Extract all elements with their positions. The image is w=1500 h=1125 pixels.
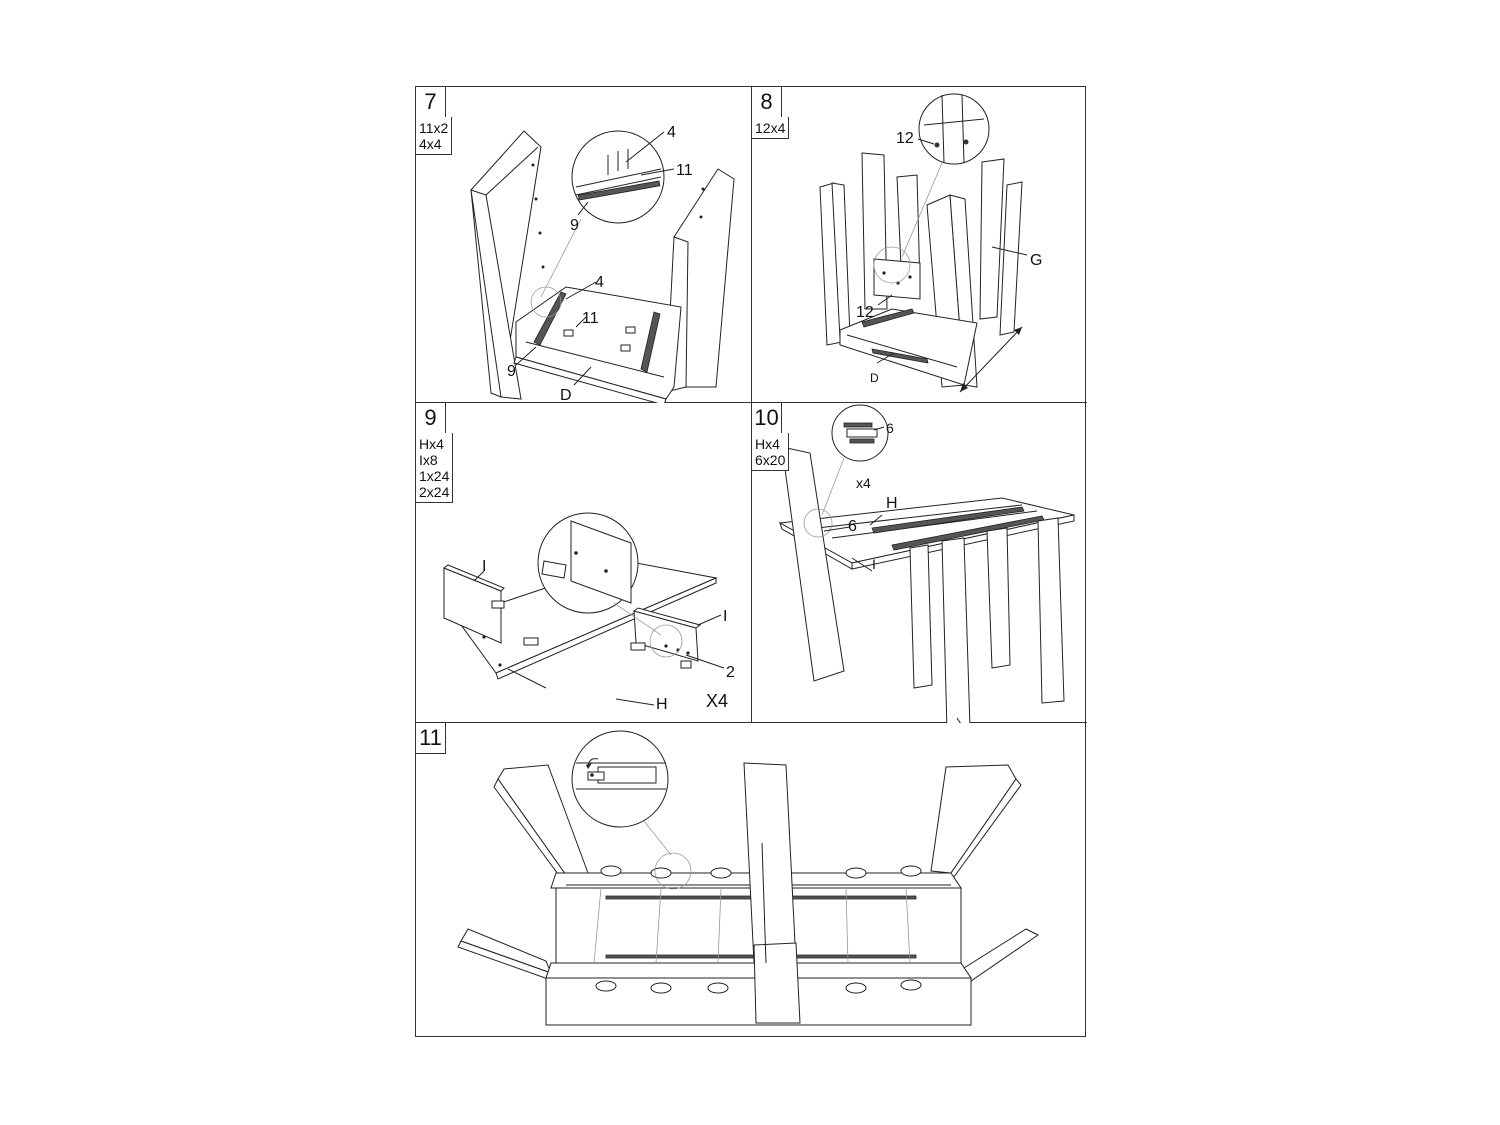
- part-qty: Hx4: [755, 436, 780, 452]
- callout-6-bottom: 6: [848, 518, 857, 535]
- callout-i-left: I: [482, 558, 486, 575]
- callout-i: I: [872, 556, 876, 572]
- parts-list: 11x2 4x4: [416, 117, 453, 155]
- multiplier-x4: X4: [706, 691, 728, 711]
- step-7-panel: 4 11 9 4 11 9 D 7 11x2 4x4: [416, 87, 752, 403]
- step-8-panel: 12 G 12 D 8 12x4: [752, 87, 1087, 403]
- step-7-drawing: 4 11 9 4 11 9 D: [470, 124, 735, 403]
- callout-d: D: [870, 371, 879, 385]
- step-number: 8: [752, 87, 782, 118]
- hinge-row-top: [600, 865, 922, 879]
- step-11-drawing: [457, 730, 1039, 1026]
- callout-h: H: [656, 696, 668, 713]
- callout-11-top: 11: [676, 162, 693, 179]
- callout-i-right: I: [723, 608, 727, 625]
- part-qty: 1x24: [419, 468, 450, 484]
- part-qty: Ix8: [419, 452, 438, 468]
- step-number: 11: [416, 723, 446, 754]
- callout-4-bottom: 4: [595, 274, 604, 291]
- callout-12-top: 12: [896, 130, 914, 147]
- step-11-panel: 11: [416, 723, 1087, 1038]
- step-number: 9: [416, 403, 446, 434]
- callout-4-top: 4: [667, 124, 676, 141]
- step-9-drawing: I I 2 H 1 X4: [442, 512, 735, 713]
- callout-x4: x4: [856, 475, 871, 491]
- parts-list: 12x4: [752, 117, 790, 139]
- parts-list: Hx4 Ix8 1x24 2x24: [416, 433, 454, 503]
- step-8-drawing: 12 G 12 D: [819, 93, 1042, 393]
- step-9-panel: I I 2 H 1 X4 9 Hx4 Ix8 1x24 2x24: [416, 403, 752, 723]
- step-number: 10: [752, 403, 782, 434]
- callout-12-bottom: 12: [856, 304, 874, 321]
- hinge-row-bottom: [595, 979, 922, 994]
- step-number: 7: [416, 87, 446, 118]
- callout-g: G: [1030, 252, 1042, 269]
- step-10-drawing: 6 x4 H 6 I G: [778, 404, 1075, 723]
- instruction-sheet: 4 11 9 4 11 9 D 7 11x2 4x4: [415, 86, 1087, 1038]
- step-10-panel: 6 x4 H 6 I G 10 Hx4 6x20: [752, 403, 1087, 723]
- parts-list: Hx4 6x20: [752, 433, 790, 471]
- callout-6-top: 6: [886, 420, 894, 436]
- part-qty: 4x4: [419, 136, 442, 152]
- callout-9-bottom: 9: [507, 363, 516, 380]
- part-qty: 12x4: [755, 120, 786, 136]
- callout-9-top: 9: [570, 217, 579, 234]
- callout-11-bottom: 11: [582, 310, 599, 327]
- callout-2: 2: [726, 664, 735, 681]
- callout-h: H: [886, 495, 898, 512]
- callout-d: D: [560, 387, 572, 403]
- part-qty: 6x20: [755, 452, 786, 468]
- part-qty: 11x2: [419, 120, 449, 136]
- part-qty: Hx4: [419, 436, 444, 452]
- part-qty: 2x24: [419, 484, 450, 500]
